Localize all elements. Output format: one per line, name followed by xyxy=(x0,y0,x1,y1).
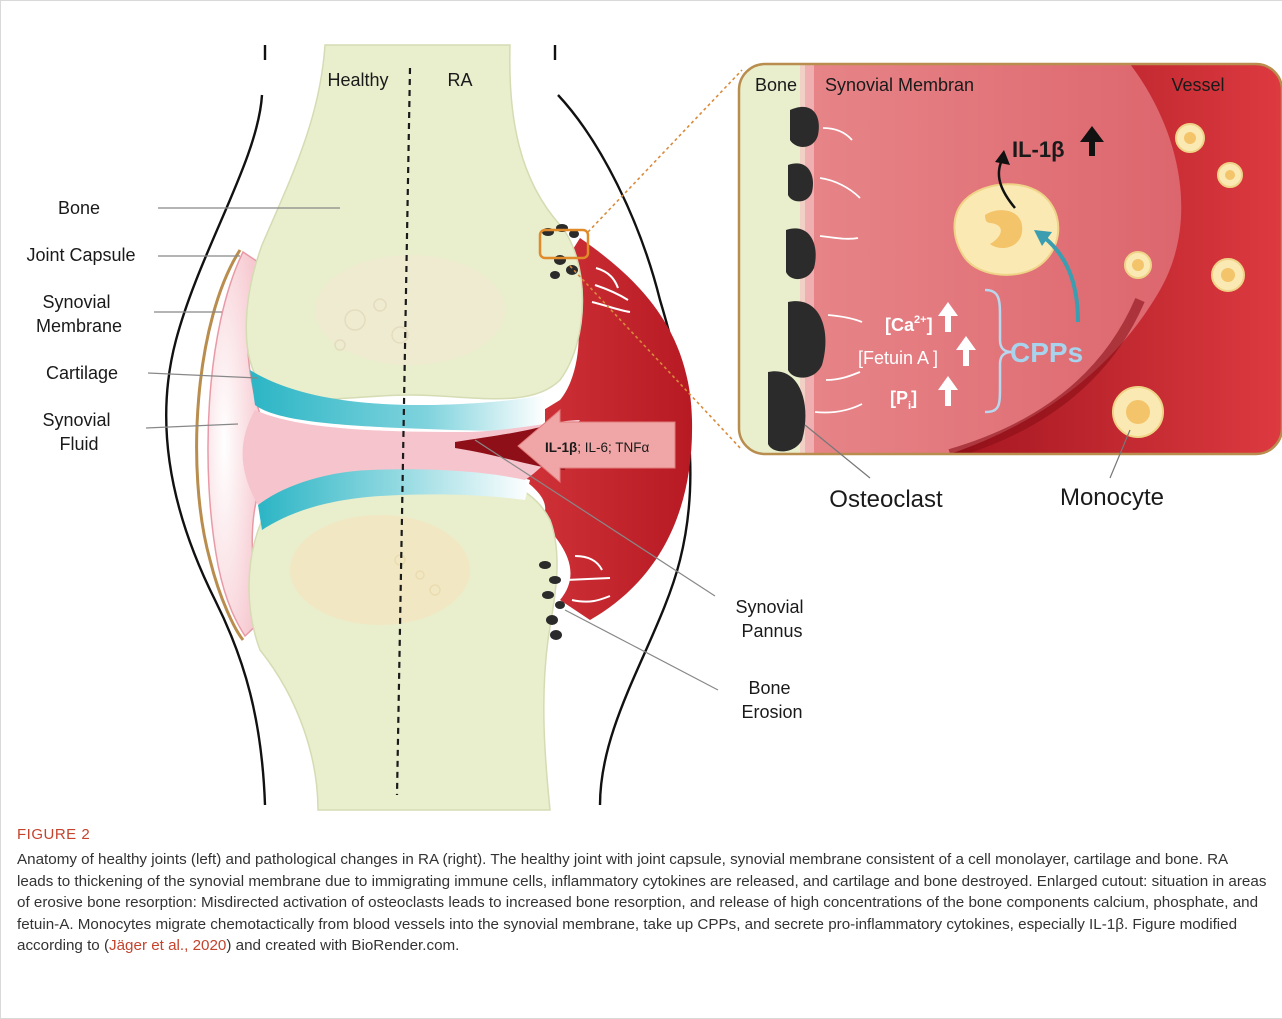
inset-label-il1b: IL-1β xyxy=(1012,137,1065,162)
label-healthy: Healthy xyxy=(327,70,388,90)
caption-body: Anatomy of healthy joints (left) and pat… xyxy=(17,849,1267,957)
joint-diagram: IL-1β; IL-6; TNFα Healthy RA Bone J xyxy=(0,0,1282,820)
label-synovial-pannus: Synovial Pannus xyxy=(735,597,808,641)
label-bone-erosion: Bone Erosion xyxy=(741,678,802,722)
label-synovial-membrane: Synovial Membrane xyxy=(36,292,122,336)
inset-label-fetuin: [Fetuin A ] xyxy=(858,348,938,368)
label-synovial-pannus-line1: Synovial xyxy=(735,597,803,617)
label-cartilage: Cartilage xyxy=(46,363,118,383)
cytokine-label: IL-1β; IL-6; TNFα xyxy=(545,440,650,455)
label-synovial-fluid-line1: Synovial xyxy=(42,410,110,430)
inset-label-cpps: CPPs xyxy=(1010,337,1083,368)
label-synovial-fluid: Synovial Fluid xyxy=(42,410,115,454)
inset-label-vessel: Vessel xyxy=(1171,75,1224,95)
label-synovial-membrane-line2: Membrane xyxy=(36,316,122,336)
inset-label-osteoclast: Osteoclast xyxy=(829,486,943,513)
caption-title: FIGURE 2 xyxy=(17,826,1267,843)
figure-caption: FIGURE 2 Anatomy of healthy joints (left… xyxy=(17,826,1267,957)
inset-label-bone: Bone xyxy=(755,75,797,95)
caption-text-after: ) and created with BioRender.com. xyxy=(226,937,459,954)
label-synovial-membrane-line1: Synovial xyxy=(42,292,110,312)
label-bone: Bone xyxy=(58,198,100,218)
label-synovial-fluid-line2: Fluid xyxy=(59,434,98,454)
label-bone-erosion-line2: Erosion xyxy=(741,702,802,722)
label-synovial-pannus-line2: Pannus xyxy=(741,621,802,641)
label-bone-erosion-line1: Bone xyxy=(748,678,790,698)
label-ra: RA xyxy=(447,70,472,90)
inset-label-monocyte: Monocyte xyxy=(1060,484,1164,511)
caption-reference-link[interactable]: Jäger et al., 2020 xyxy=(109,937,226,954)
inset-label-synovial-membrane: Synovial Membran xyxy=(825,75,974,95)
label-joint-capsule: Joint Capsule xyxy=(26,245,135,265)
